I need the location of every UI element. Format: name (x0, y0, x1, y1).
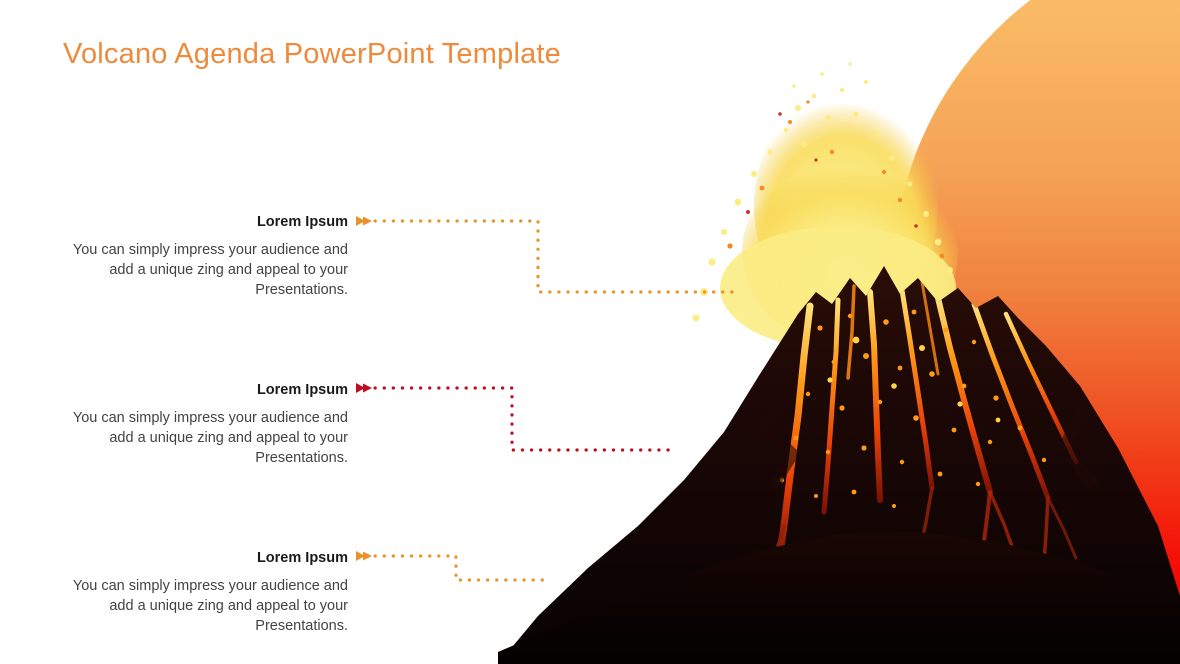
erupting-volcano-illustration (498, 56, 1180, 664)
agenda-item-3[interactable]: Lorem Ipsum You can simply impress your … (53, 549, 348, 637)
agenda-item-3-body: You can simply impress your audience and… (72, 578, 348, 635)
agenda-item-2[interactable]: Lorem Ipsum You can simply impress your … (53, 381, 348, 469)
volcano-cone (498, 266, 1180, 664)
agenda-item-2-body: You can simply impress your audience and… (72, 410, 348, 467)
agenda-item-1-heading: Lorem Ipsum (256, 214, 348, 230)
page-title: Volcano Agenda PowerPoint Template (63, 38, 562, 70)
agenda-item-3-heading: Lorem Ipsum (256, 550, 348, 566)
agenda-item-1-body: You can simply impress your audience and… (72, 242, 348, 299)
agenda-item-1[interactable]: Lorem Ipsum You can simply impress your … (53, 213, 348, 301)
agenda-item-2-heading: Lorem Ipsum (256, 382, 348, 398)
